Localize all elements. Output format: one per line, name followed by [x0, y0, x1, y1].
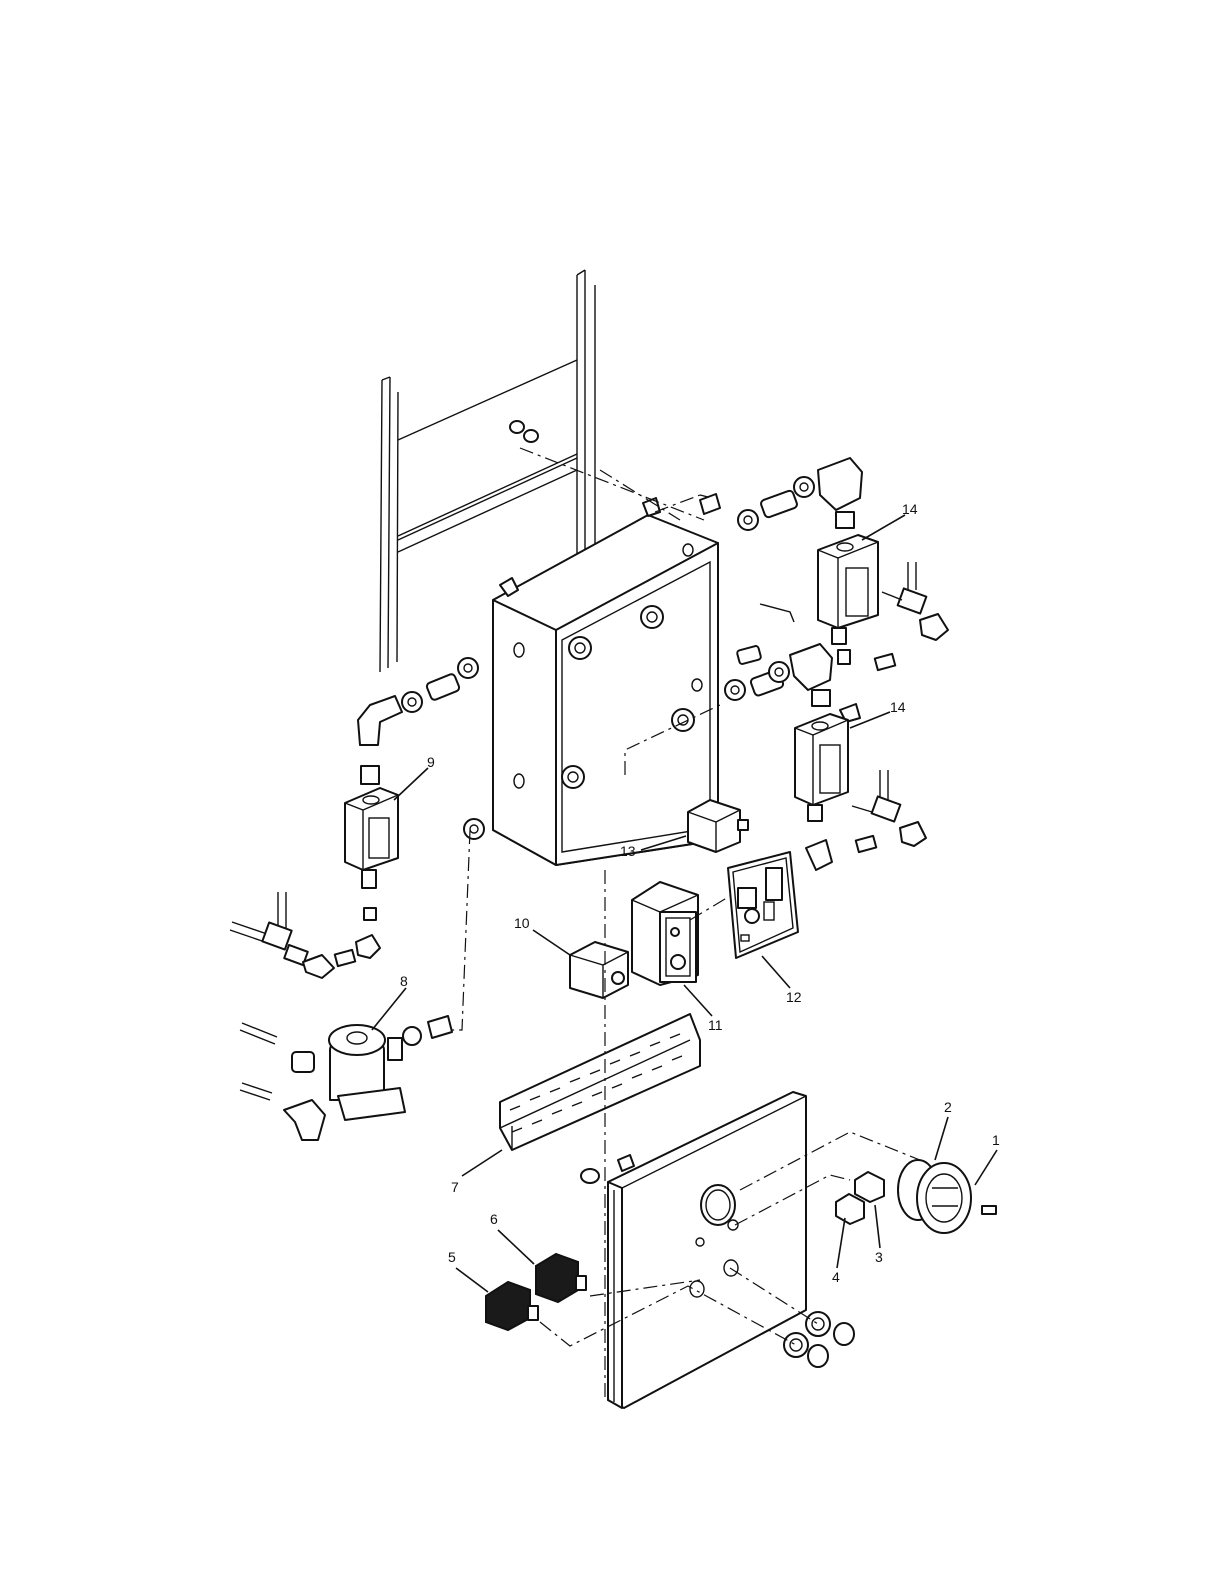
- callout-12: 12: [786, 989, 802, 1005]
- relay-13: [688, 800, 748, 852]
- control-11: [632, 882, 698, 985]
- callout-9: 9: [427, 754, 435, 770]
- circuit-board-12: [728, 852, 798, 958]
- gauge-assembly: [898, 1160, 996, 1233]
- callout-6: 6: [490, 1211, 498, 1227]
- solenoid-valve-8: [240, 1016, 452, 1140]
- callout-1: 1: [992, 1132, 1000, 1148]
- frame-nuts: [510, 421, 538, 442]
- callout-8: 8: [400, 973, 408, 989]
- callout-13: 13: [620, 843, 636, 859]
- fitting-3: [855, 1172, 884, 1202]
- knob-5: [486, 1282, 538, 1330]
- pressure-switch-14-upper: [818, 535, 878, 664]
- callout-10: 10: [514, 915, 530, 931]
- door-panel: [608, 1092, 806, 1408]
- callout-3: 3: [875, 1249, 883, 1265]
- fitting-4: [836, 1194, 864, 1224]
- right-upper-tee: [875, 562, 948, 670]
- callout-5: 5: [448, 1249, 456, 1265]
- callout-2: 2: [944, 1099, 952, 1115]
- component-10: [570, 942, 628, 998]
- callout-7: 7: [451, 1179, 459, 1195]
- callout-14-lower: 14: [890, 699, 906, 715]
- pressure-switch-14-lower: [795, 714, 848, 870]
- right-upper-fittings: [700, 458, 862, 530]
- knob-6: [536, 1254, 586, 1302]
- callout-4: 4: [832, 1269, 840, 1285]
- left-lower-fittings: [230, 892, 380, 978]
- terminal-strip-7: [500, 1014, 700, 1150]
- enclosure-box: [493, 470, 718, 865]
- right-lower-tee: [852, 770, 926, 852]
- callout-14-upper: 14: [902, 501, 918, 517]
- left-upper-fittings: [358, 658, 478, 784]
- pressure-switch-9: [345, 788, 398, 920]
- callout-11: 11: [708, 1017, 723, 1033]
